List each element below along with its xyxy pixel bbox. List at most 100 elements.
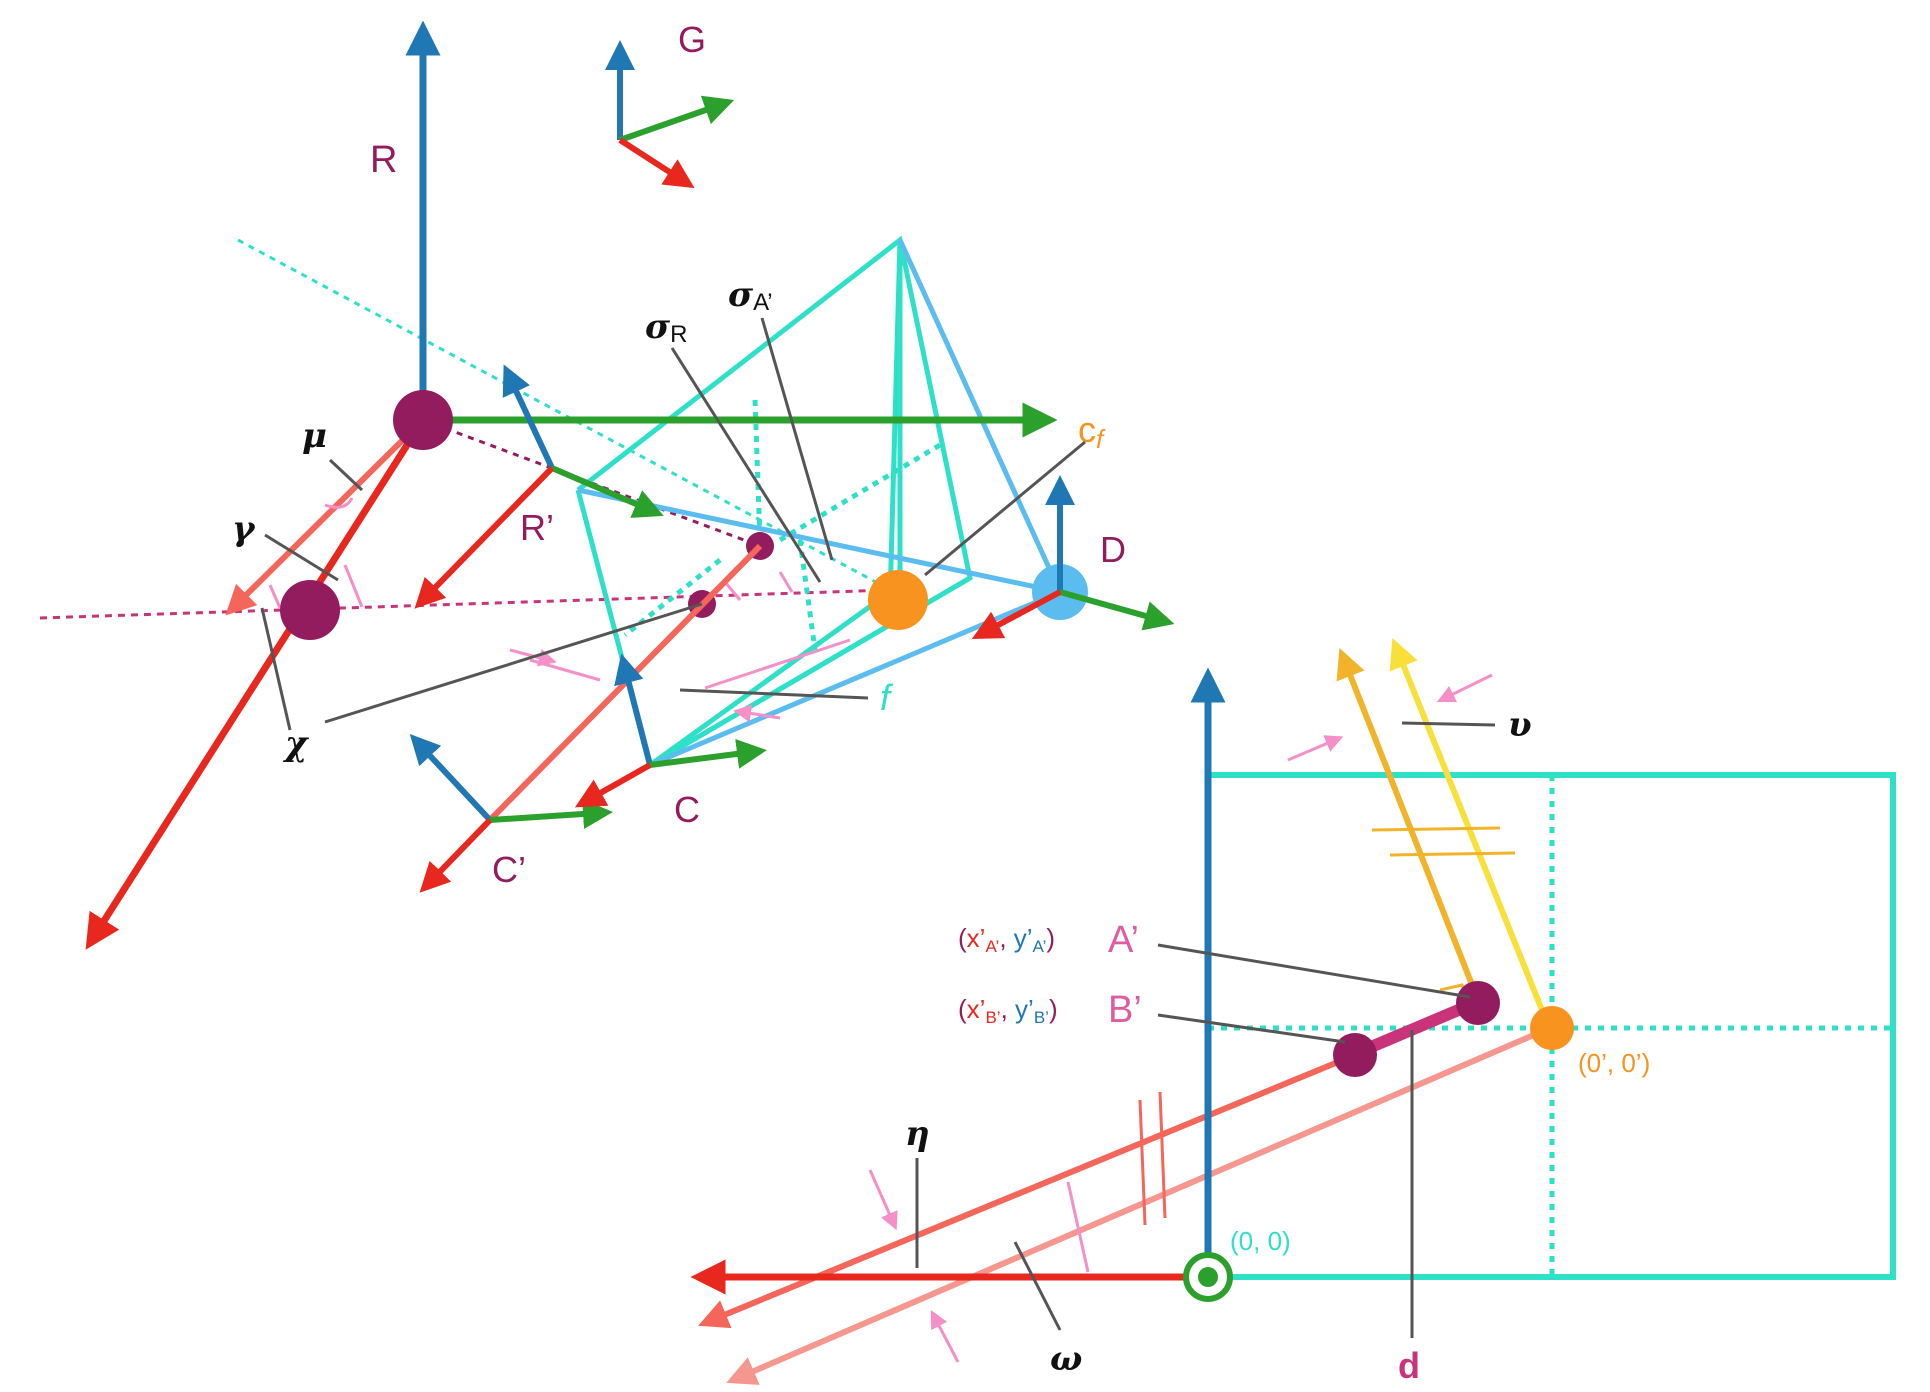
coordA-y: y’ [1014,923,1033,953]
label-A-prime: A’ [1108,919,1139,961]
Rp-y-axis [502,364,555,470]
R-long-z-axis [85,418,426,950]
leader-gamma [264,533,339,582]
pink-tick-left [529,658,601,682]
frame-R: R [85,20,1058,950]
label-cf: cf [1078,409,1106,454]
ray-yellow-up [1389,638,1551,1027]
frustum-edge-3 [648,589,892,768]
pink-arrow-omega [930,1310,960,1363]
C-y-axis [614,653,653,766]
pink-angle-2 [778,571,794,593]
Cp-z-axis [419,817,493,893]
leader-sigmaR [670,347,822,583]
label-omega: ω [1050,1339,1082,1379]
frame-R-prime: R’ [414,364,664,609]
label-sigmaA-sub: A’ [753,289,773,316]
principal-point [1530,1006,1574,1050]
gold-tick-2 [1389,851,1516,857]
label-origin: (0, 0) [1230,1226,1291,1256]
label-upsilon: υ [1508,705,1532,745]
circle-origin-icon [1183,1252,1233,1302]
Rp-z-axis [414,465,555,609]
frustum-blue-right [897,238,1063,594]
frame-C-prime: C’ [409,543,763,893]
pink-arrow-eta [868,1169,898,1231]
leader-omega [1013,1241,1062,1331]
label-C-prime: C’ [492,849,526,890]
coordB-comma: , [1001,994,1015,1024]
pink-angle-1 [723,581,742,601]
Cp-y-axis [409,734,493,823]
label-R-prime: R’ [520,507,554,548]
point-A-prime [1456,981,1500,1025]
leader-mu [328,458,364,492]
point-B-prime [1333,1033,1377,1077]
global-x-axis [619,95,735,143]
label-C: C [674,789,700,830]
label-origin-prime: (0’, 0’) [1578,1048,1650,1078]
label-gamma: γ [232,509,256,549]
label-B-prime: B’ [1108,989,1142,1031]
coordB-close: ) [1049,994,1058,1024]
coordA-comma: , [999,923,1013,953]
coordB-ysub: B’ [1034,1008,1049,1027]
leader-cf [924,440,1086,577]
gold-tick-1 [1371,826,1501,832]
label-sigmaA: σA’ [728,275,773,316]
pink-arrow-upsilon-2 [1287,735,1344,762]
label-chi: χ [283,724,310,764]
D-x-axis [1059,589,1175,631]
leader-B-prime [1157,1013,1346,1044]
mu-angle-arc [324,497,354,509]
salmon-tick-1 [1138,1099,1147,1226]
coordA-close: ) [1046,923,1055,953]
pink-tick-omega [1066,1181,1090,1273]
pink-arrow-upsilon-1 [1436,673,1493,703]
C-x-axis [649,739,767,769]
D-z-axis [971,589,1062,640]
pink-arrow-left [509,648,557,667]
origin-dot [1198,1267,1218,1287]
label-sigmaR: σR [645,307,687,348]
C-z-axis [574,762,652,808]
label-f: f [880,677,894,718]
leader-lines-upper [260,317,1086,731]
coord-B-prime: (x’B’, y’B’) [958,994,1058,1027]
ray-gold-up [1336,648,1481,1002]
global-z-axis [618,137,695,189]
label-d: d [1398,1345,1420,1386]
label-sigmaA-main: σ [728,275,754,315]
coordB-open: ( [958,994,967,1024]
leader-lines-lower [915,721,1496,1338]
coordA-ysub: A’ [1033,937,1047,956]
coordA-xsub: A’ [985,937,999,956]
coordB-y: y’ [1015,994,1034,1024]
label-R: R [370,139,397,181]
frame-D: D [971,475,1175,640]
leader-sigmaA [760,317,834,561]
coordB-x: x’ [967,994,986,1024]
leader-A-prime [1157,943,1471,999]
coordB-xsub: B’ [985,1008,1000,1027]
Rp-x-axis [550,465,664,518]
coord-A-prime: (x’A’, y’A’) [958,923,1055,956]
horizon-dashed-line [39,588,891,620]
salmon-tick-2 [1158,1091,1167,1219]
coordA-open: ( [958,923,967,953]
label-cf-main: c [1078,409,1096,450]
leader-upsilon [1401,721,1496,727]
pink-arrow-right [733,704,781,723]
label-D: D [1100,529,1126,570]
gamma-tick-1 [343,564,364,608]
label-eta: η [905,1114,930,1154]
leader-chi-2 [324,602,703,724]
frustum-pink-chord [704,638,851,690]
gamma-point [280,580,340,640]
label-cf-sub: f [1096,424,1106,454]
focal-point-cf [868,570,928,630]
leader-f [679,688,869,700]
label-sigmaR-main: σ [645,307,671,347]
label-mu: μ [302,416,327,456]
